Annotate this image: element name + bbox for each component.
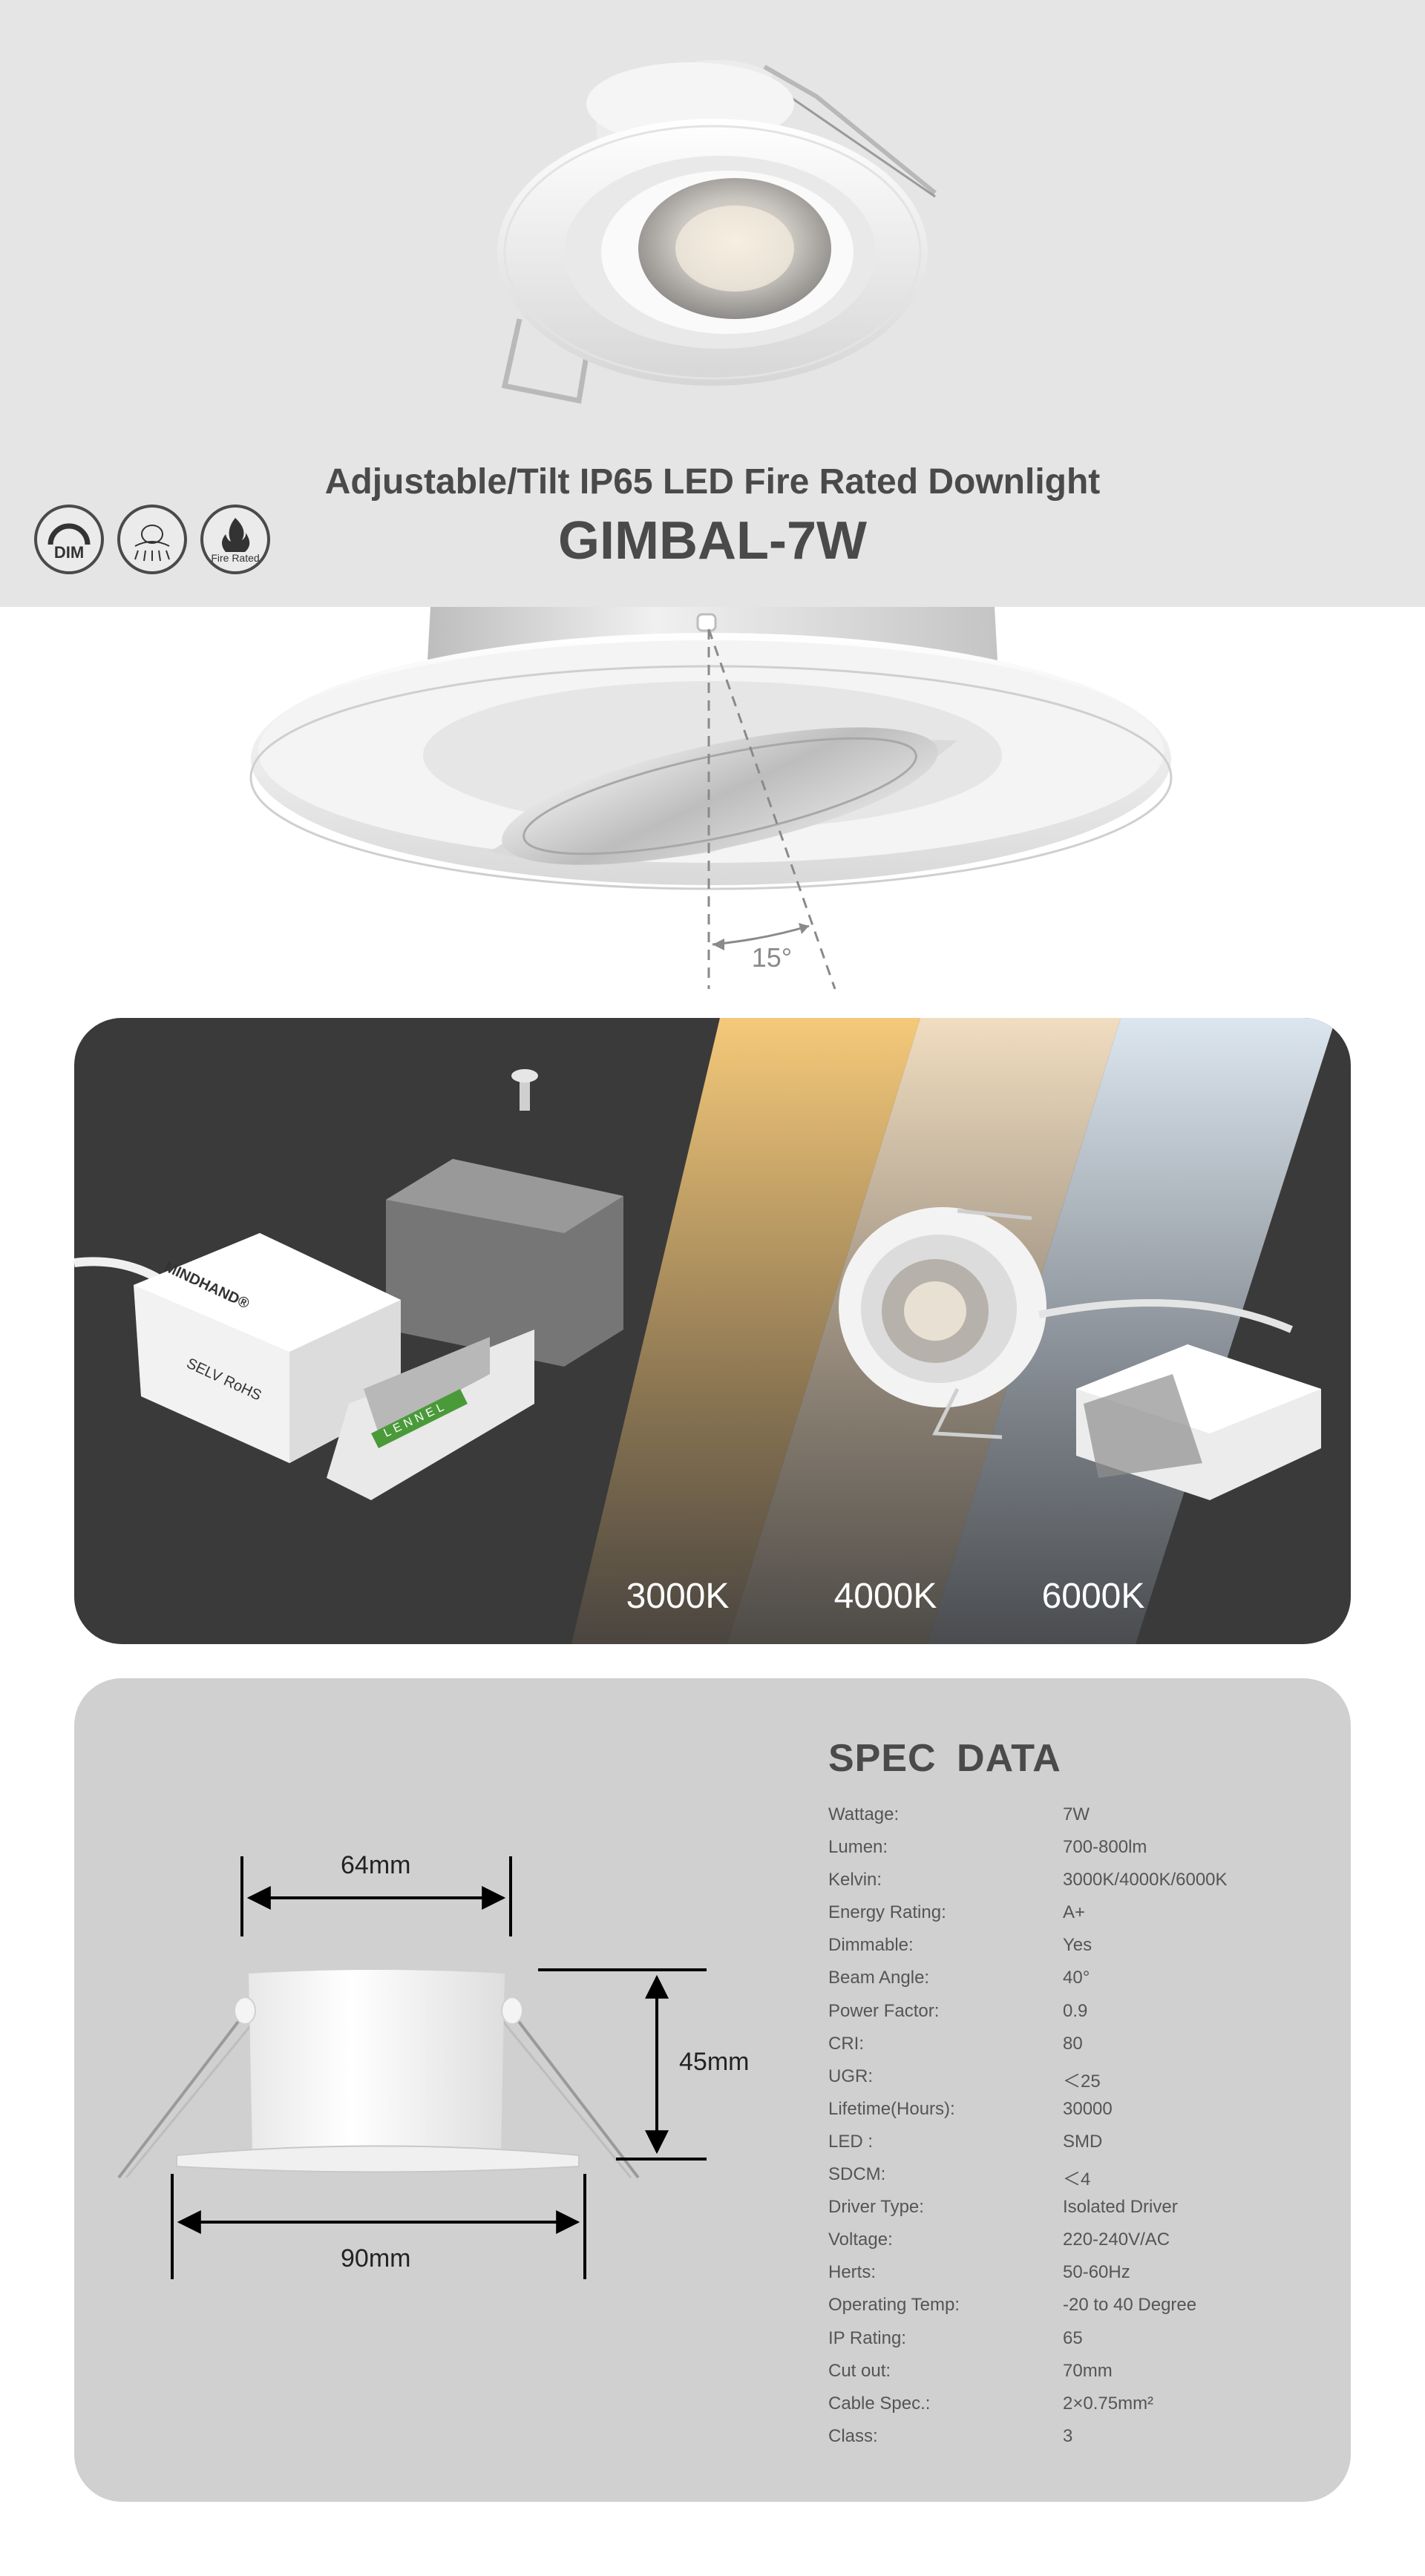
spec-key: Driver Type: (828, 2197, 924, 2218)
spec-key: Herts: (828, 2262, 877, 2283)
spec-row: LED : SMD (828, 2132, 1303, 2164)
spec-value: 65 (1063, 2327, 1083, 2348)
spec-value: 3000K/4000K/6000K (1063, 1870, 1228, 1890)
color-temperature-panel: MINDHAND® SELV RoHS LENNEL 3000K 4000K 6… (74, 1018, 1351, 1644)
spec-key: Wattage: (828, 1804, 900, 1824)
spec-row: Operating Temp: -20 to 40 Degree (828, 2295, 1303, 2327)
spec-value: 30000 (1063, 2098, 1113, 2119)
dimmable-icon (48, 523, 91, 545)
product-model-title: GIMBAL-7W (558, 511, 867, 571)
dimmable-badge-label: DIM (53, 543, 85, 562)
spec-key: Lifetime(Hours): (828, 2098, 955, 2119)
spec-value: Isolated Driver (1063, 2197, 1178, 2218)
spec-row: Dimmable: Yes (828, 1935, 1303, 1968)
spec-key: LED : (828, 2131, 874, 2152)
spec-key: Operating Temp: (828, 2295, 960, 2316)
spec-value: 700-800lm (1063, 1837, 1147, 1858)
spec-value: 3 (1063, 2425, 1073, 2446)
spec-value: SMD (1063, 2131, 1103, 2152)
fire-rated-icon (222, 518, 250, 552)
spec-row: Beam Angle: 40° (828, 1968, 1303, 2000)
height-dimension-label: 45mm (679, 2048, 750, 2076)
spec-row: SDCM: ＜4 (828, 2164, 1303, 2197)
spec-key: Power Factor: (828, 2000, 940, 2021)
spec-key: Kelvin: (828, 1870, 882, 1890)
spec-row: Kelvin: 3000K/4000K/6000K (828, 1870, 1303, 1902)
diameter-dimension-label: 90mm (341, 2244, 411, 2273)
spec-key: CRI: (828, 2033, 864, 2054)
color-temp-4000k: 4000K (833, 1577, 937, 1616)
spec-key: SDCM: (828, 2164, 886, 2185)
downlight-product-image (497, 59, 937, 404)
spec-value: A+ (1063, 1902, 1086, 1923)
spec-value: -20 to 40 Degree (1063, 2295, 1197, 2316)
spec-key: Class: (828, 2425, 878, 2446)
spec-row: Cable Spec.: 2×0.75mm² (828, 2393, 1303, 2426)
spec-row: IP Rating: 65 (828, 2328, 1303, 2361)
spec-value: ＜4 (1063, 2169, 1091, 2190)
cutout-dimension-label: 64mm (341, 1851, 411, 1879)
spec-key: Cut out: (828, 2360, 891, 2381)
insulation-cover-badge (117, 505, 187, 574)
spec-row: Lifetime(Hours): 30000 (828, 2099, 1303, 2132)
spec-key: Beam Angle: (828, 1968, 930, 1988)
spec-value: 0.9 (1063, 2000, 1088, 2021)
spec-value: Yes (1063, 1935, 1092, 1956)
spec-value: 2×0.75mm² (1063, 2393, 1154, 2414)
product-subtitle: Adjustable/Tilt IP65 LED Fire Rated Down… (324, 462, 1101, 502)
fire-rated-badge: Fire Rated (200, 505, 270, 574)
spec-row: Lumen: 700-800lm (828, 1837, 1303, 1870)
spec-row: UGR: ＜25 (828, 2066, 1303, 2099)
spec-key: UGR: (828, 2066, 873, 2086)
spec-value: 70mm (1063, 2360, 1113, 2381)
spec-value: 40° (1063, 1968, 1090, 1988)
spec-title: SPEC DATA (828, 1737, 1061, 1780)
dimmable-badge: DIM (34, 505, 104, 574)
spec-value: ＜25 (1063, 2071, 1101, 2092)
spec-row: CRI: 80 (828, 2034, 1303, 2066)
spec-row: Cut out: 70mm (828, 2361, 1303, 2393)
spec-key: Dimmable: (828, 1935, 914, 1956)
tilt-angle-illustration: 15° (249, 607, 1173, 990)
spec-key: Voltage: (828, 2230, 893, 2250)
spec-key: IP Rating: (828, 2327, 906, 2348)
spec-row: Voltage: 220-240V/AC (828, 2230, 1303, 2262)
spec-row: Power Factor: 0.9 (828, 2001, 1303, 2034)
spec-row: Class: 3 (828, 2426, 1303, 2459)
color-temp-6000k: 6000K (1041, 1577, 1145, 1616)
spec-key: Energy Rating: (828, 1902, 946, 1923)
spec-row: Driver Type: Isolated Driver (828, 2197, 1303, 2230)
spec-value: 50-60Hz (1063, 2262, 1130, 2283)
dimension-drawing (117, 1856, 707, 2279)
color-temp-3000k: 3000K (626, 1577, 730, 1616)
spec-key: Cable Spec.: (828, 2393, 931, 2414)
spec-key: Lumen: (828, 1837, 888, 1858)
spec-value: 7W (1063, 1804, 1090, 1824)
spec-row: Herts: 50-60Hz (828, 2262, 1303, 2295)
tilt-angle-label: 15° (752, 942, 792, 973)
fire-rated-badge-label: Fire Rated (211, 552, 260, 564)
insulation-cover-icon (134, 525, 170, 562)
spec-value: 220-240V/AC (1063, 2230, 1170, 2250)
spec-row: Wattage: 7W (828, 1804, 1303, 1837)
color-temperature-illustration: MINDHAND® SELV RoHS LENNEL (74, 1018, 1336, 1644)
spec-row: Energy Rating: A+ (828, 1902, 1303, 1935)
spec-value: 80 (1063, 2033, 1083, 2054)
